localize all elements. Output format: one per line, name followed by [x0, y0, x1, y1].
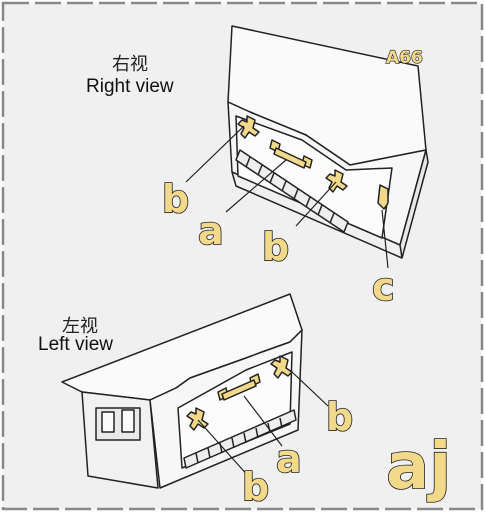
callout-b-bottom: b: [242, 465, 269, 509]
step-label: aj: [386, 430, 451, 504]
right-hinge: [235, 149, 349, 233]
left-view-box: [61, 293, 303, 489]
right-side-clip: [377, 184, 389, 210]
part-ref-label: A66: [386, 48, 423, 68]
right-view-box: [227, 25, 429, 259]
callout-b-lower-right: b: [326, 395, 353, 439]
right-handle: [269, 139, 313, 169]
callout-a-lower: a: [276, 437, 302, 481]
left-handle: [217, 373, 261, 401]
right-view-label-en: Right view: [86, 76, 174, 97]
left-view-label-cn: 左视: [62, 316, 98, 337]
left-view-label-en: Left view: [38, 334, 113, 355]
callout-c: c: [372, 265, 395, 309]
left-latch-2: [270, 355, 293, 379]
callout-b-top: b: [162, 177, 189, 221]
right-view-label-cn: 右视: [112, 54, 148, 75]
right-latch-1: [237, 115, 260, 139]
right-view-leaders: [185, 125, 389, 269]
left-view-leaders: [197, 371, 329, 479]
callout-a-top: a: [198, 209, 224, 253]
callout-b-mid: b: [262, 225, 289, 269]
